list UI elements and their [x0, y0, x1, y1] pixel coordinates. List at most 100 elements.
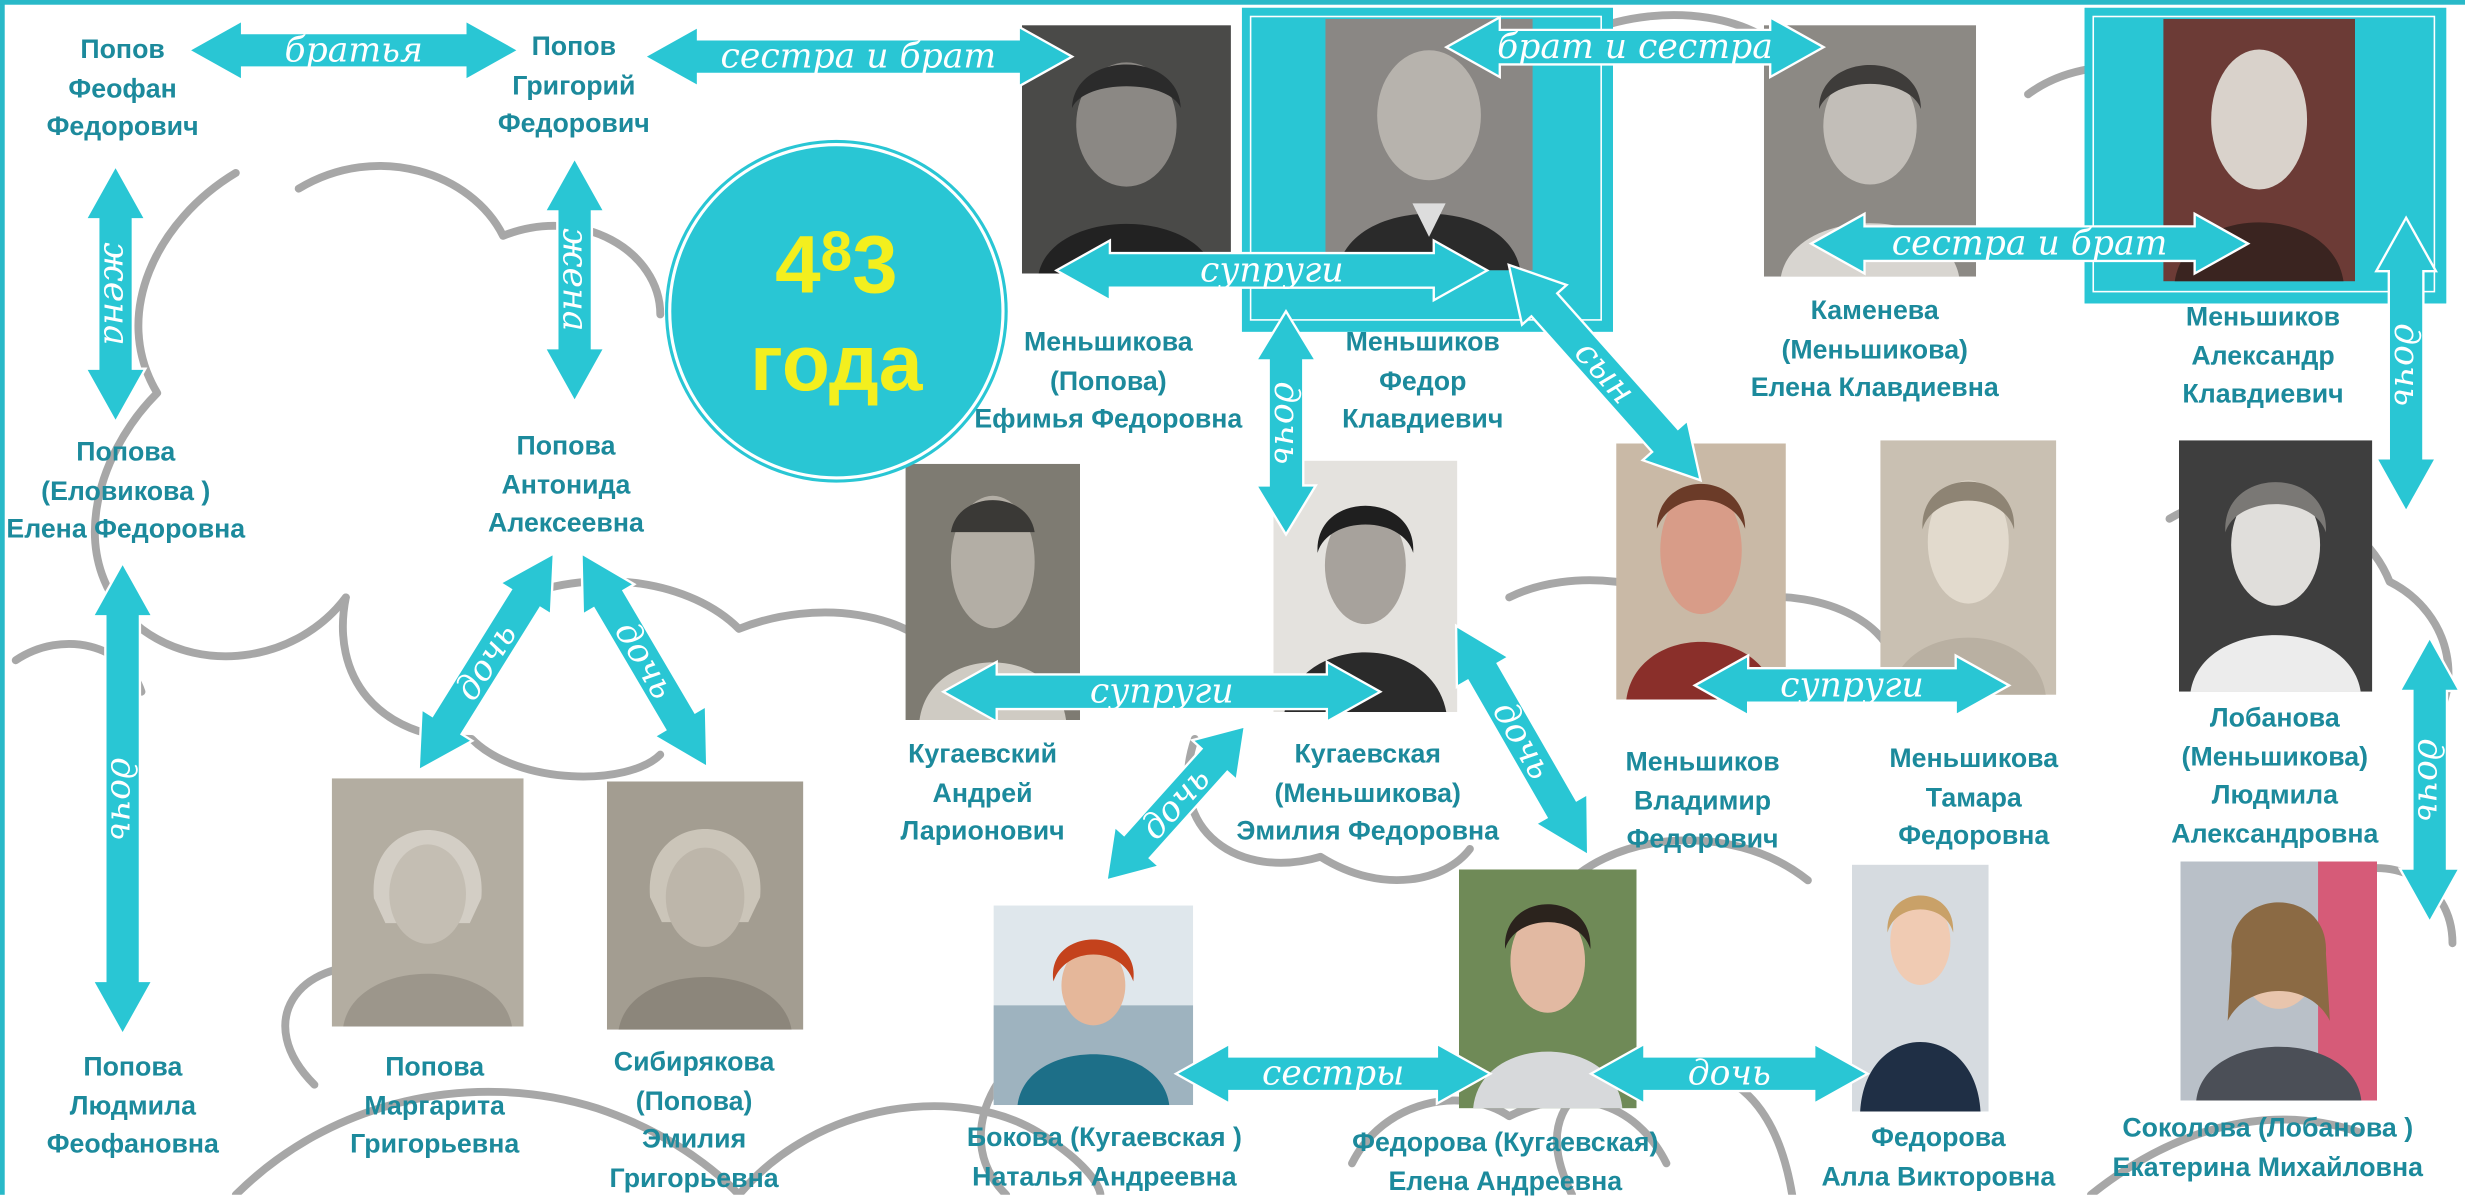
relation-label: братья	[284, 30, 423, 70]
name-natalia: Бокова (Кугаевская )Наталья Андреевна	[943, 1119, 1265, 1196]
name-line: Каменева	[1810, 295, 1939, 326]
name-line: Лобанова	[2209, 702, 2340, 733]
photo-alexandr	[2163, 18, 2356, 282]
double-arrow-shape	[186, 18, 522, 83]
highlight-box-fedor-border	[1249, 15, 1602, 321]
name-line: Кугаевская	[1294, 738, 1441, 769]
name-elena-k: Каменева(Меньшикова)Елена Клавдиевна	[1729, 292, 2020, 408]
double-arrow-shape	[2373, 214, 2438, 514]
photo-lyudmila-l	[2178, 440, 2373, 692]
arrow-daughter-fedor: дочь	[1254, 309, 1318, 537]
name-line: Наталья Андреевна	[972, 1160, 1237, 1191]
relation-label: дочь	[2385, 322, 2425, 406]
name-line: Меньшиков	[1625, 746, 1780, 777]
double-arrow-shape	[1105, 724, 1247, 882]
relation-label: супруги	[1780, 665, 1924, 706]
name-line: (Еловикова )	[41, 475, 211, 506]
photo-natalia	[993, 905, 1194, 1106]
double-arrow-shape	[642, 24, 1075, 89]
double-arrow-shape	[1588, 1041, 1871, 1106]
name-line: Григорьевна	[609, 1162, 779, 1193]
relation-label: дочь	[102, 757, 143, 841]
photo-tamara	[1880, 440, 2057, 695]
name-line: Попова	[83, 1051, 183, 1082]
name-line: Меньшиков	[2185, 301, 2341, 332]
arrow-wife-mid: жена	[541, 154, 606, 404]
arrow-brother-sister: брат и сестра	[1443, 15, 1827, 80]
name-line: Алла Викторовна	[1821, 1160, 2056, 1191]
name-line: Клавдиевич	[2182, 378, 2344, 409]
arrow-daughter-antonida-1: дочь	[393, 538, 579, 787]
name-line: Попова	[385, 1051, 485, 1082]
double-arrow-shape	[1054, 238, 1490, 303]
name-line: Людмила	[69, 1090, 196, 1121]
name-line: Попова	[76, 437, 176, 467]
name-line: Елена Клавдиевна	[1750, 372, 1999, 403]
arrow-daughter-lyudmila: дочь	[2397, 634, 2461, 924]
name-line: Федорова (Кугаевская)	[1352, 1127, 1659, 1158]
relation-label: дочь	[2409, 737, 2449, 821]
photo-margarita	[331, 778, 524, 1027]
photo-emilia-k	[1273, 460, 1458, 713]
years-badge: 483 года	[668, 143, 1005, 480]
name-line: Федорович	[497, 108, 650, 139]
name-line: Антонида	[501, 469, 631, 500]
years-number: 483	[775, 217, 898, 311]
name-elena-p: Попова (Еловикова ) Елена Федоровна	[0, 434, 252, 550]
name-line: Меньшикова	[1889, 743, 2059, 774]
relation-label: жена	[95, 241, 135, 345]
name-line: (Попова)	[1049, 365, 1167, 396]
highlight-box-alexandr-border	[2092, 15, 2436, 293]
arrow-daughter-emilia-1: дочь	[1085, 706, 1268, 900]
photo-emilia-s	[606, 781, 804, 1030]
name-line: Елена Федоровна	[6, 514, 246, 544]
name-line: Федор	[1379, 365, 1467, 396]
double-arrow-shape	[1254, 309, 1318, 537]
name-elena-f: Федорова (Кугаевская)Елена Андреевна	[1328, 1124, 1682, 1201]
double-arrow-shape	[1443, 15, 1827, 80]
arrow-son: сын	[1487, 244, 1723, 499]
name-efimya: Меньшикова(Попова)Ефимья Федоровна	[959, 324, 1258, 440]
arrow-sister-brother-top: сестра и брат	[642, 24, 1075, 89]
arrow-daughter-elena-f: дочь	[1588, 1041, 1871, 1106]
arrow-daughter-alex: дочь	[2373, 214, 2438, 514]
relation-label: брат и сестра	[1497, 27, 1773, 67]
name-emilia-k: Кугаевская(Меньшикова)Эмилия Федоровна	[1220, 736, 1516, 852]
name-line: Александр	[2191, 340, 2335, 371]
double-arrow-shape	[1454, 623, 1590, 858]
name-line: Меньшиков	[1345, 326, 1500, 357]
arrow-spouses-men: супруги	[1692, 653, 2012, 718]
name-line: Попова	[516, 430, 616, 461]
name-line: Андрей	[932, 777, 1033, 808]
name-line: Григорьевна	[350, 1128, 520, 1159]
name-line: Тамара	[1925, 782, 2022, 812]
top-frame-border	[0, 0, 2465, 5]
arrow-spouses-top: супруги	[1054, 238, 1490, 303]
name-line: Федорович	[1626, 823, 1779, 854]
name-line: Эмилия	[641, 1124, 747, 1154]
name-line: Маргарита	[364, 1090, 505, 1121]
name-line: Владимир	[1634, 785, 1772, 816]
arrow-daughter-emilia-2: дочь	[1430, 611, 1614, 870]
name-line: Кугаевский	[908, 738, 1058, 769]
left-frame-border	[0, 0, 5, 1195]
relation-label: супруги	[1089, 672, 1234, 712]
double-arrow-shape	[580, 551, 709, 770]
name-line: Феофан	[68, 73, 177, 103]
name-line: Феофановна	[46, 1128, 219, 1159]
name-line: Меньшикова	[1023, 326, 1193, 357]
arrow-wife-left: жена	[82, 162, 147, 424]
relation-label: дочь	[1266, 381, 1306, 465]
name-line: Попов	[531, 31, 617, 62]
name-line: Федоровна	[1898, 820, 2050, 851]
name-line: Алексеевна	[488, 507, 644, 538]
